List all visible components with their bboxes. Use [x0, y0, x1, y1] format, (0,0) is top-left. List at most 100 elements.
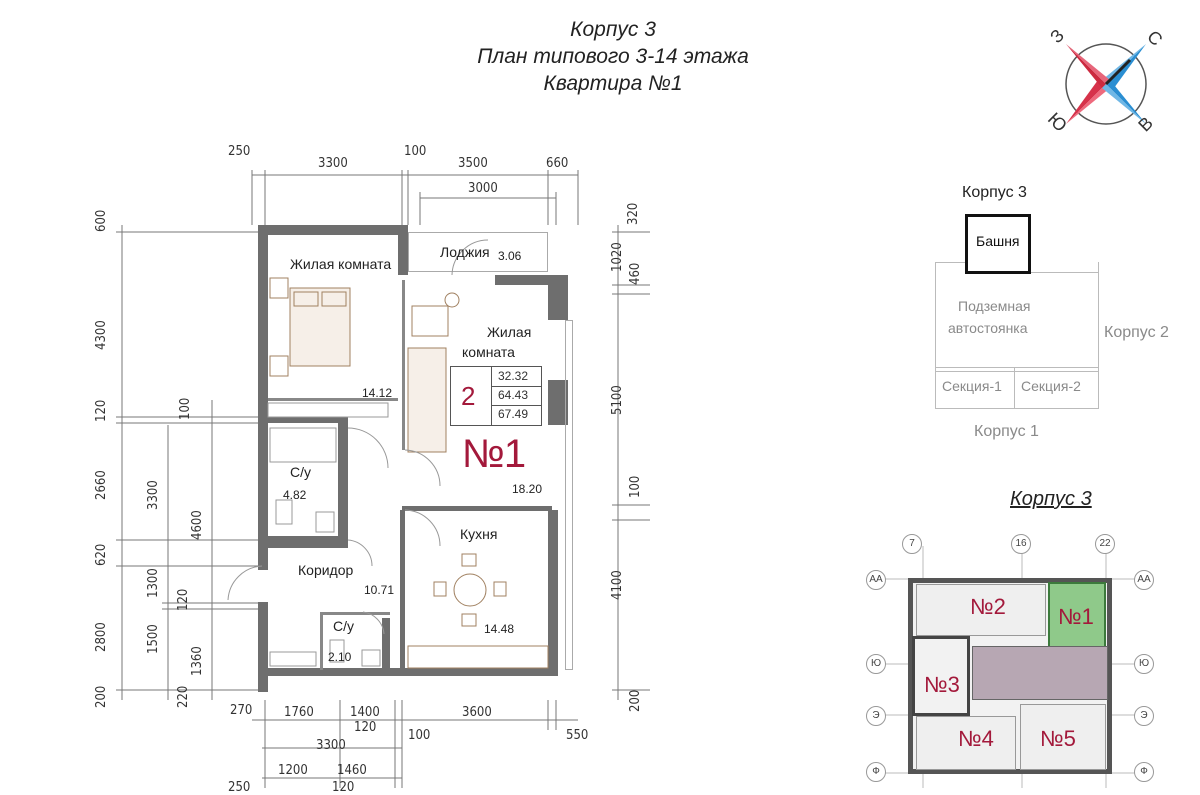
unit-3-label: №3 — [924, 672, 960, 697]
wall-top-left — [258, 225, 408, 235]
unit-5-label: №5 — [1040, 726, 1076, 751]
wall-right-mid — [548, 380, 568, 425]
room-corridor-label: Коридор — [298, 562, 354, 578]
room-loggia-area: 3.06 — [498, 249, 522, 263]
dim-right-1: 320 — [626, 202, 641, 225]
area-row-line-1 — [491, 386, 542, 387]
wall-partition-1 — [398, 225, 408, 275]
wall-corridor-right — [400, 510, 405, 670]
parking-top-left — [935, 262, 965, 263]
dim-top-2: 3300 — [318, 156, 348, 171]
dim-left3-1: 4600 — [190, 510, 205, 540]
dim-right-6: 4100 — [610, 570, 625, 600]
dim-bottom3-2: 1460 — [337, 763, 367, 778]
section-right — [1098, 367, 1099, 409]
header-building: Корпус 3 — [570, 18, 656, 41]
unit-3-block — [912, 636, 970, 716]
room-bath2-label: С/у — [333, 618, 354, 634]
dim-left2-3: 1300 — [146, 568, 161, 598]
apartment-plan: Жилая комната 14.12 Лоджия 3.06 Жилая ко… — [94, 144, 650, 795]
room-kitchen-area: 14.48 — [484, 622, 515, 636]
dim-top-5: 660 — [546, 156, 569, 171]
parking-area — [935, 262, 1099, 372]
rooms-count: 2 — [461, 381, 476, 411]
floor-plan-title: Корпус 3 — [1010, 488, 1092, 510]
section-left — [935, 367, 936, 409]
wall-loggia-end — [495, 275, 568, 285]
axis-left-aa: АА — [866, 570, 886, 590]
axis-top-16: 16 — [1011, 534, 1031, 554]
dim-bottom2-1: 3300 — [316, 738, 346, 753]
wall-living-bottom — [268, 398, 398, 401]
korpus1-label: Корпус 1 — [974, 423, 1039, 440]
room-living2-area: 18.20 — [512, 482, 543, 496]
wall-bottom — [258, 668, 558, 676]
dim-bottom-4: 120 — [354, 720, 377, 735]
site-title: Корпус 3 — [962, 184, 1027, 201]
dim-top-6: 3000 — [468, 181, 498, 196]
axis-top-7: 7 — [902, 534, 922, 554]
dim-left2-6: 1360 — [190, 646, 205, 676]
wall-bath2-left — [320, 612, 323, 670]
area-row-line-2 — [491, 405, 542, 406]
room-kitchen-label: Кухня — [460, 526, 498, 542]
unit-4-label: №4 — [958, 726, 994, 751]
wall-bath1-top — [268, 417, 348, 423]
axis-right-yu: Ю — [1134, 654, 1154, 674]
wall-bath2-top — [320, 612, 390, 615]
dim-left2-5: 1500 — [146, 624, 161, 654]
room-living2-label-b: комната — [462, 344, 515, 360]
dim-bottom3-1: 1200 — [278, 763, 308, 778]
axis-top-22: 22 — [1095, 534, 1115, 554]
room-corridor-area: 10.71 — [364, 583, 395, 597]
header-apartment: Квартира №1 — [543, 72, 683, 95]
floor-key-plan: Корпус 3 7 16 22 АА Ю Э Ф АА Ю Э Ф №2 №1… — [862, 486, 1200, 788]
section-divider — [935, 367, 1099, 368]
apartment-number: №1 — [462, 432, 526, 476]
site-plan: Корпус 3 Башня Подземная автостоянка Кор… — [930, 180, 1200, 450]
unit-2-block — [916, 584, 1046, 636]
parking-label-a: Подземная — [958, 298, 1031, 314]
dim-right-7: 200 — [628, 689, 643, 712]
room-bath1-label: С/у — [290, 464, 311, 480]
room-bath1-area: 4.82 — [283, 488, 307, 502]
dim-left-5: 620 — [94, 543, 109, 566]
room-living1-label: Жилая комната — [290, 256, 392, 272]
room-loggia-label: Лоджия — [440, 244, 490, 260]
core-block — [972, 646, 1108, 700]
dim-bottom-3: 1400 — [350, 705, 380, 720]
dim-top-1: 250 — [228, 144, 251, 159]
wall-bath2-right — [382, 618, 390, 670]
unit-4-block — [916, 716, 1016, 770]
dim-left-2: 4300 — [94, 320, 109, 350]
dim-bottom-7: 550 — [566, 728, 589, 743]
dim-left2-2: 3300 — [146, 480, 161, 510]
dim-left-3: 120 — [94, 399, 109, 422]
wall-partition-thin — [402, 280, 405, 450]
unit-2-label: №2 — [970, 594, 1006, 619]
area-info-box: 2 32.32 64.43 67.49 — [450, 366, 542, 426]
room-living2-label-a: Жилая — [487, 324, 532, 340]
wall-left-lower — [258, 602, 268, 692]
dim-left-1: 600 — [94, 209, 109, 232]
axis-right-e: Э — [1134, 706, 1154, 726]
wall-kitchen-top — [402, 506, 552, 511]
dim-bottom-1: 270 — [230, 703, 253, 718]
section-split — [1014, 367, 1015, 409]
wall-bath1-bottom — [268, 536, 348, 548]
area-living: 32.32 — [498, 369, 529, 383]
dim-right-2: 1020 — [610, 242, 625, 272]
wall-right-low — [548, 510, 558, 676]
dimension-lines — [116, 170, 650, 788]
tower-label: Башня — [976, 233, 1020, 249]
axis-right-f: Ф — [1134, 762, 1154, 782]
header-floor: План типового 3-14 этажа — [477, 45, 749, 68]
dim-left2-7: 220 — [176, 685, 191, 708]
wall-bath1-right — [338, 417, 348, 537]
room-bath2-area: 2.10 — [328, 650, 352, 664]
wall-left — [258, 225, 268, 570]
dim-bottom-5: 3600 — [462, 705, 492, 720]
dim-top-4: 3500 — [458, 156, 488, 171]
axis-left-yu: Ю — [866, 654, 886, 674]
dim-right-4: 5100 — [610, 385, 625, 415]
